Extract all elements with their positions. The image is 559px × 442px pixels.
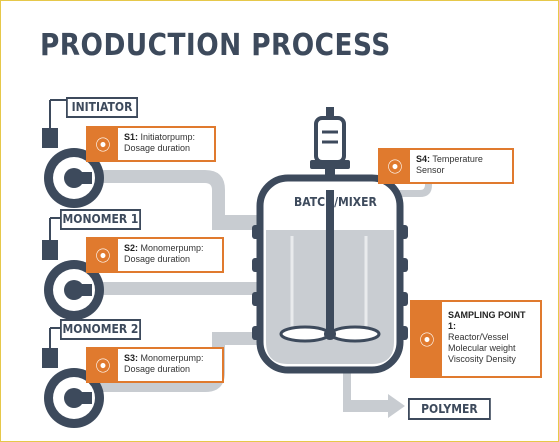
sensor-s2-line1: Monomerpump: [140, 243, 204, 253]
pump-icon [42, 327, 104, 428]
sensor-s4-line1: Temperature [432, 154, 483, 164]
sensor-s2-code: S2: [124, 243, 139, 253]
sensor-s1-line1: Initiatorpump: [140, 132, 196, 142]
sensor-s3: ⦿ S3: Monomerpump:Dosage duration [86, 347, 224, 383]
sensor-s3-line1: Monomerpump: [140, 353, 204, 363]
sensor-s1-text: S1: Initiatorpump:Dosage duration [118, 128, 201, 160]
sensor-s1-line2: Dosage duration [124, 143, 191, 153]
wifi-signal-icon: ⦿ [88, 239, 118, 271]
initiator-label: INITIATOR [66, 97, 138, 118]
monomer2-label: MONOMER 2 [60, 319, 141, 340]
sensor-s3-code: S3: [124, 353, 139, 363]
sampling-point-box: ⦿ SAMPLING POINT 1: Reactor/Vessel Molec… [410, 300, 542, 378]
wifi-signal-icon: ⦿ [88, 128, 118, 160]
pump-icon [42, 99, 104, 208]
sensor-s3-text: S3: Monomerpump:Dosage duration [118, 349, 210, 381]
wifi-signal-icon: ⦿ [380, 150, 410, 182]
sensor-s2: ⦿ S2: Monomerpump:Dosage duration [86, 237, 224, 273]
page-title: PRODUCTION PROCESS [40, 28, 391, 63]
sensor-s1-code: S1: [124, 132, 139, 142]
vessel-label: BATCH/MIXER [294, 195, 377, 209]
monomer1-pipe [90, 282, 272, 295]
sampling-point-text: SAMPLING POINT 1: Reactor/Vessel Molecul… [442, 302, 540, 376]
sensor-s2-text: S2: Monomerpump:Dosage duration [118, 239, 210, 271]
monomer1-label: MONOMER 1 [60, 209, 141, 230]
sensor-s1: ⦿ S1: Initiatorpump:Dosage duration [86, 126, 216, 162]
motor-icon [310, 107, 350, 179]
agitator-icon [279, 190, 381, 343]
sampling-point-line3: Molecular weight [448, 343, 516, 353]
sampling-point-line4: Viscosity Density [448, 354, 516, 364]
initiator-pipe [90, 170, 272, 230]
sampling-point-line2: Reactor/Vessel [448, 332, 509, 342]
sensor-s2-line2: Dosage duration [124, 254, 191, 264]
pump-icon [42, 217, 104, 320]
sensor-s4-code: S4: [416, 154, 431, 164]
sensor-s3-line2: Dosage duration [124, 364, 191, 374]
polymer-label: POLYMER [408, 398, 491, 420]
sensor-s4-line2: Sensor [416, 165, 445, 175]
wifi-signal-icon: ⦿ [88, 349, 118, 381]
wifi-signal-icon: ⦿ [412, 302, 442, 376]
sampling-point-title: SAMPLING POINT 1: [448, 310, 526, 331]
temperature-pipe [392, 175, 432, 197]
output-pipe [343, 360, 405, 418]
